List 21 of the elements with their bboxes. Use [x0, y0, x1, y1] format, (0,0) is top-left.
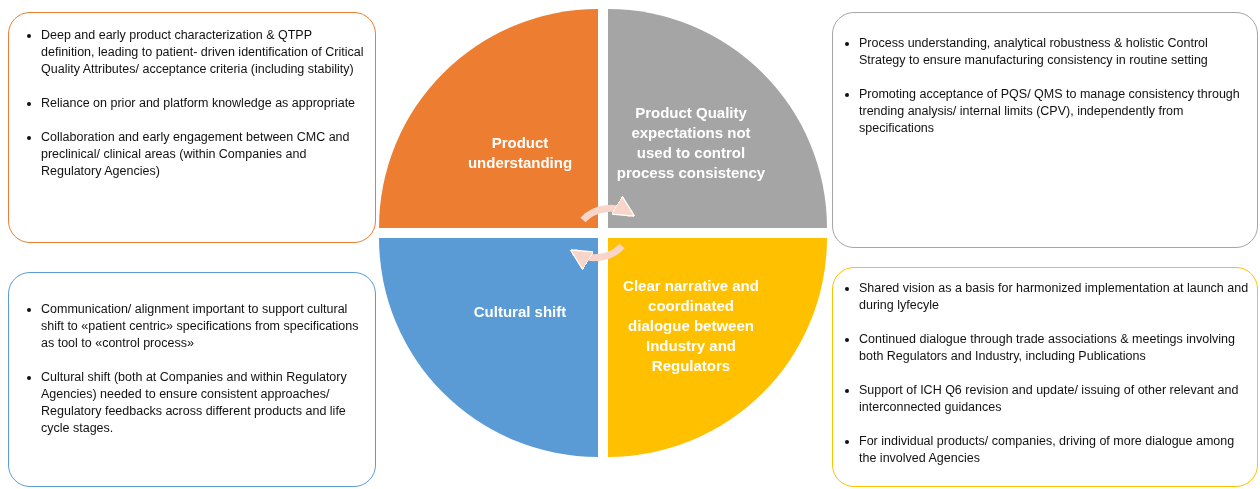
quadrant-title: Clear narrative and coordinated dialogue between Industry and Regulators [622, 276, 760, 376]
text-panel [8, 272, 376, 487]
bullet-text: Collaboration and early engagement between CMC and preclinical/ clinical areas (within Companies and Regulatory Agencies) [41, 129, 351, 180]
quadrant-title: Product understanding [466, 133, 574, 173]
cycle-arrow [569, 243, 625, 270]
bullet-text: Shared vision as a basis for harmonized implementation at launch and during lyfecyle [859, 280, 1250, 314]
text-panel [832, 267, 1258, 487]
bullet-text: For individual products/ companies, driving of more dialogue among the involved Agencies [859, 433, 1236, 467]
bullet-text: Continued dialogue through trade associations & meetings involving both Regulators and Industry, including Publications [859, 331, 1236, 365]
text-panel [832, 12, 1258, 248]
bullet-text: Process understanding, analytical robustness & holistic Control Strategy to ensure manufacturing consistency in routine setting [859, 35, 1209, 69]
text-panel [8, 12, 376, 243]
cycle-arrow [580, 196, 636, 223]
bullet-text: Cultural shift (both at Companies and within Regulatory Agencies) needed to ensure consistent approaches/ Regulatory feedbacks across different products and life cycle stages. [41, 369, 348, 437]
quadrant-title: Cultural shift [472, 302, 568, 322]
quadrant-title: Product Quality expectations not used to control process consistency [616, 103, 766, 183]
bullet-text: Communication/ alignment important to support cultural shift to «patient centric» specifications from specifications as tool to «control process» [41, 301, 360, 352]
bullet-text: Deep and early product characterization & QTPP definition, leading to patient- driven identification of Critical Quality Attributes/ acceptance criteria (including stability) [41, 27, 365, 78]
bullet-text: Promoting acceptance of PQS/ QMS to manage consistency through trending analysis/ internal limits (CPV), independently from specifications [859, 86, 1241, 137]
bullet-text: Support of ICH Q6 revision and update/ issuing of other relevant and interconnected guidances [859, 382, 1240, 416]
bullet-text: Reliance on prior and platform knowledge as appropriate [41, 95, 357, 112]
